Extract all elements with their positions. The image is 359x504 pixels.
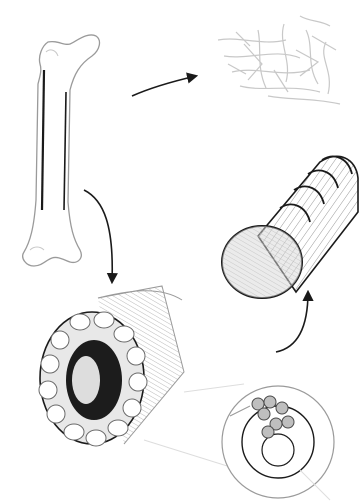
- arrow-bone-to-compact: [84, 190, 112, 282]
- concentric-circles-with-cells: [222, 386, 334, 500]
- lamellar-cylinder-drawing: [222, 156, 358, 298]
- femur-bone-drawing: [23, 35, 100, 266]
- arrow-bone-to-spongy: [132, 76, 196, 96]
- trabecular-mesh-drawing: [218, 16, 340, 104]
- osteon-ring-cross-section: [39, 286, 244, 470]
- arrow-lamellae-to-osteon: [276, 292, 308, 352]
